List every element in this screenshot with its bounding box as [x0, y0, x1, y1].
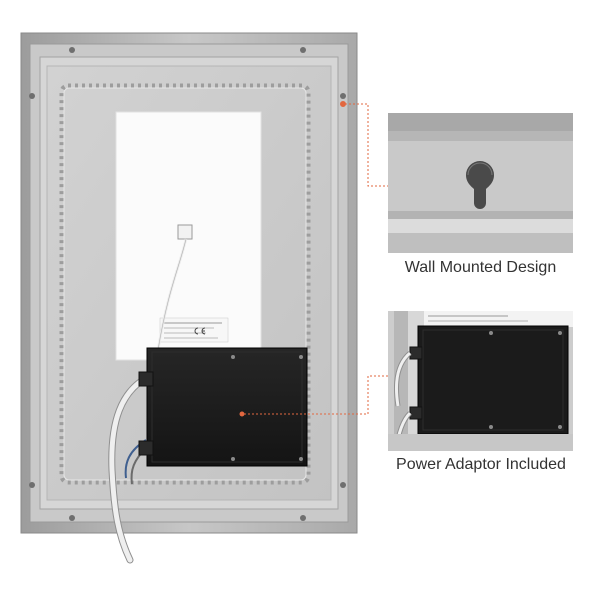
leader-line-power-adaptor	[244, 375, 388, 415]
spec-sticker	[159, 317, 229, 343]
caption-power-adaptor: Power Adaptor Included	[396, 456, 566, 473]
sensor-pad	[177, 224, 193, 240]
detail-wall-mount-photo	[388, 113, 573, 253]
detail-power-adaptor-photo	[388, 311, 573, 451]
caption-wall-mounted: Wall Mounted Design	[404, 259, 557, 276]
led-strip	[59, 83, 311, 485]
ce-mark-icon	[194, 327, 206, 335]
power-adaptor-box	[138, 347, 308, 467]
frame-screws	[29, 47, 346, 521]
leader-line-wall-mount	[340, 101, 388, 187]
keyhole-slot-icon	[466, 161, 494, 209]
